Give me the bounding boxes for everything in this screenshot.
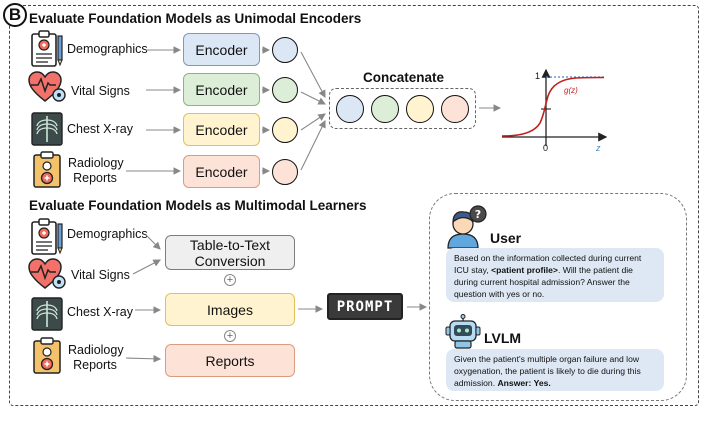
vital-signs-label-2: Vital Signs [71, 268, 130, 282]
encoder-radiology-reports: Encoder [183, 155, 260, 188]
unimodal-section-title: Evaluate Foundation Models as Unimodal E… [29, 11, 362, 26]
radiology-reports-label: Radiology Reports [68, 156, 124, 185]
sigmoid-curve-label: g(z) [564, 86, 578, 95]
encoder-vital-signs: Encoder [183, 73, 260, 106]
user-message-text: Based on the information collected durin… [454, 253, 642, 275]
robot-avatar-icon [445, 314, 481, 349]
panel-badge: B [3, 3, 27, 27]
images-box: Images [165, 293, 295, 326]
encoder-chest-xray: Encoder [183, 113, 260, 146]
sigmoid-tick-zero: 0 [543, 143, 549, 153]
embedding-circle-vital-signs [272, 77, 298, 103]
user-role-label: User [490, 230, 522, 246]
encoder-demographics: Encoder [183, 33, 260, 66]
figure-frame [9, 5, 699, 406]
chest-xray-icon [31, 297, 63, 331]
patient-profile-placeholder: <patient profile> [491, 265, 558, 275]
lvlm-message-bubble: Given the patient's multiple organ failu… [446, 349, 664, 391]
chest-xray-label: Chest X-ray [67, 122, 133, 136]
chest-xray-icon [31, 112, 63, 146]
plus-icon: + [224, 274, 236, 286]
concat-circle-green [371, 95, 399, 123]
embedding-circle-demographics [272, 37, 298, 63]
vital-signs-label: Vital Signs [71, 84, 130, 98]
prompt-badge: PROMPT [327, 293, 403, 320]
concat-circle-peach [441, 95, 469, 123]
demographics-label: Demographics [67, 42, 148, 56]
lvlm-role-label: LVLM [484, 330, 522, 346]
vital-signs-heart-icon [28, 71, 66, 102]
lvlm-message-text: Given the patient's multiple organ failu… [454, 354, 641, 388]
multimodal-section-title: Evaluate Foundation Models as Multimodal… [29, 198, 367, 213]
user-message-text: . Will the patient die during current ho… [454, 265, 633, 299]
user-message-bubble: Based on the information collected durin… [446, 248, 664, 302]
concatenate-label: Concatenate [363, 70, 445, 85]
reports-box: Reports [165, 344, 295, 377]
demographics-clipboard-icon [31, 30, 63, 67]
demographics-clipboard-icon [31, 218, 63, 255]
radiology-reports-label-2: Radiology Reports [68, 343, 124, 372]
chat-panel [429, 193, 687, 401]
concatenate-frame [329, 88, 476, 129]
plus-icon: + [224, 330, 236, 342]
sigmoid-plot [501, 68, 608, 146]
lvlm-answer: Answer: Yes. [497, 378, 551, 388]
sigmoid-x-label: z [596, 143, 601, 153]
concat-circle-yellow [406, 95, 434, 123]
table-to-text-box: Table-to-Text Conversion [165, 235, 295, 270]
demographics-label-2: Demographics [67, 227, 148, 241]
embedding-circle-radiology-reports [272, 159, 298, 185]
svg-text:?: ? [475, 208, 481, 221]
chest-xray-label-2: Chest X-ray [67, 305, 133, 319]
radiology-reports-icon [33, 151, 61, 188]
sigmoid-tick-one: 1 [535, 71, 541, 81]
concat-circle-blue [336, 95, 364, 123]
radiology-reports-icon [33, 337, 61, 374]
embedding-circle-chest-xray [272, 117, 298, 143]
vital-signs-heart-icon [28, 258, 66, 289]
user-avatar-icon: ? [447, 205, 487, 249]
